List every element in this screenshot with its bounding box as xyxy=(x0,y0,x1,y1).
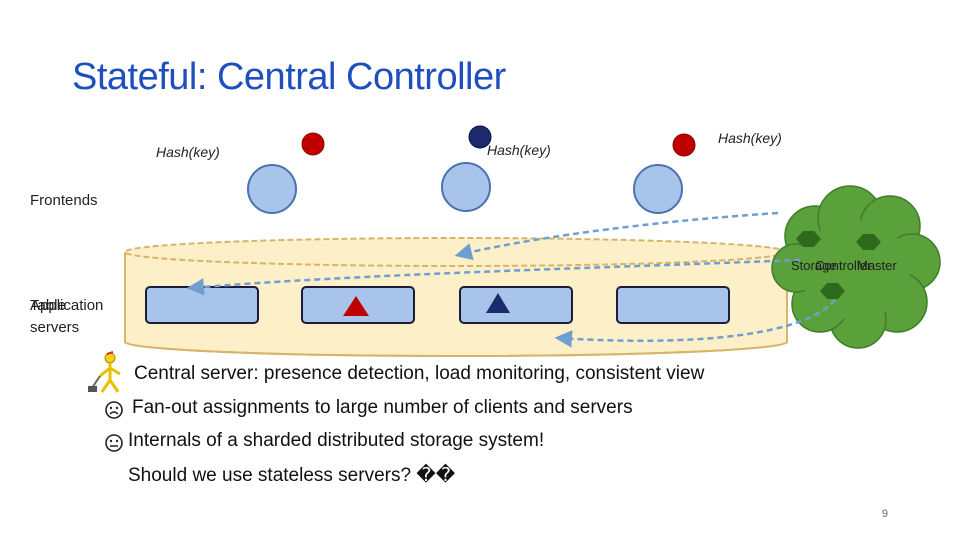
neutral-face-icon xyxy=(105,434,123,452)
arrow-cloud-to-servers xyxy=(186,258,801,296)
frontend-node-2 xyxy=(441,162,491,212)
servers-label: servers xyxy=(30,319,80,336)
bullet-4-text: Should we use stateless servers? �� xyxy=(128,465,456,486)
hash-label-1: Hash(key) xyxy=(156,144,220,160)
red-triangle-icon xyxy=(343,296,369,316)
bullet-1-text: Central server: presence detection, load… xyxy=(134,363,705,384)
sad-face-icon xyxy=(105,401,123,419)
frontends-label: Frontends xyxy=(30,192,98,209)
cloud-label-master: Master xyxy=(857,258,897,273)
cloud-label-controller: Controller xyxy=(815,258,872,273)
bullet-3-text: Internals of a sharded distributed stora… xyxy=(128,430,545,451)
frontend-node-1 xyxy=(247,164,297,214)
app-servers-label-a: Application xyxy=(30,297,104,314)
hash-label-3: Hash(key) xyxy=(718,130,782,146)
stick-figure-icon xyxy=(88,351,121,393)
server-box-3 xyxy=(459,286,573,324)
arrow-servers-to-cloud xyxy=(554,299,836,348)
hexagon-icon xyxy=(820,283,845,299)
page-number: 9 xyxy=(881,508,888,520)
server-box-1 xyxy=(145,286,259,324)
hash-label-2: Hash(key) xyxy=(487,142,551,158)
red-key-dot-2 xyxy=(672,133,696,157)
red-key-dot-1 xyxy=(301,132,325,156)
bullet-2-text: Fan-out assignments to large number of c… xyxy=(132,397,633,418)
hexagon-icon xyxy=(796,231,821,247)
cloud-label-storage: Storage xyxy=(791,258,837,273)
frontend-node-3 xyxy=(633,164,683,214)
slide-title: Stateful: Central Controller xyxy=(72,56,506,98)
arrow-cloud-to-frontends xyxy=(454,211,779,261)
app-servers-label-b: Table xyxy=(30,297,66,314)
server-box-4 xyxy=(616,286,730,324)
navy-key-dot xyxy=(468,125,492,149)
hexagon-icon xyxy=(856,234,881,250)
navy-triangle-icon xyxy=(486,293,510,313)
